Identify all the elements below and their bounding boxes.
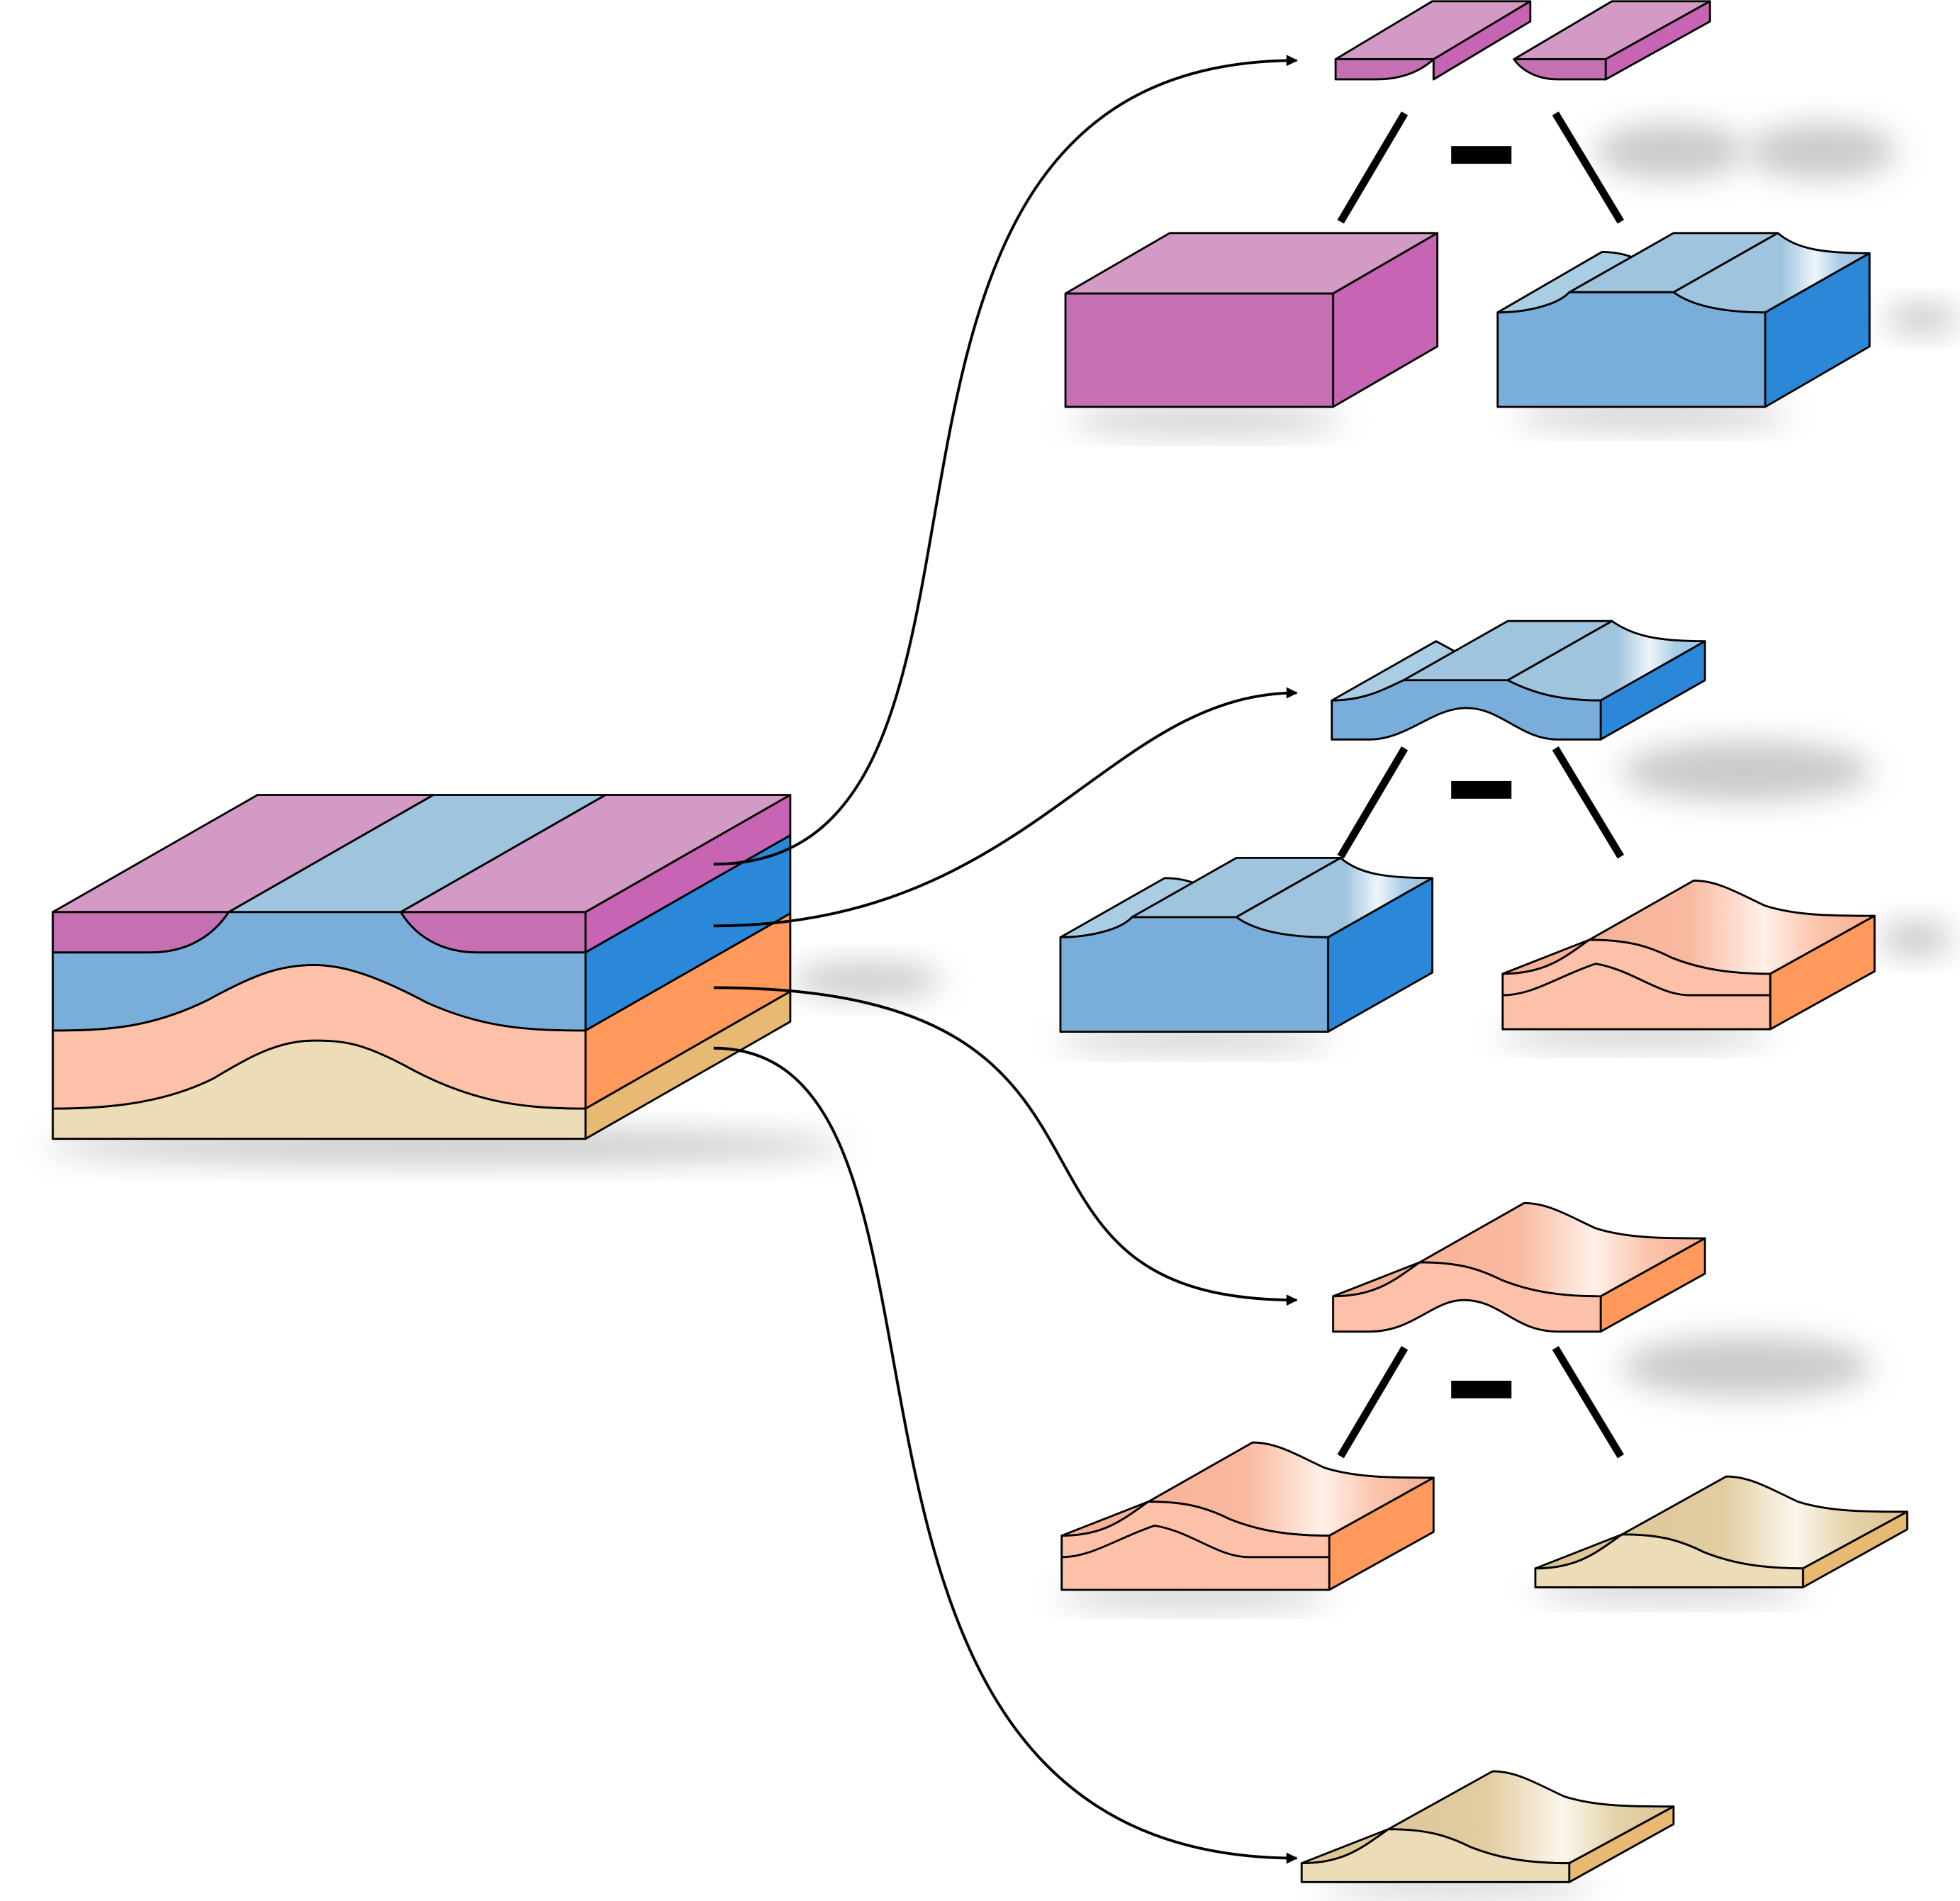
connector-line-right xyxy=(1552,1345,1624,1459)
connector-line-left xyxy=(1337,746,1409,859)
blue-block xyxy=(1059,856,1433,1033)
connector-line-right xyxy=(1552,111,1624,224)
row-3 xyxy=(1060,1201,1908,1591)
row-4 xyxy=(1300,1770,1675,1883)
salmon-slab xyxy=(1332,1201,1706,1333)
connector-arrows xyxy=(713,55,1298,1864)
source-front-blue xyxy=(52,911,587,1032)
salmon-block xyxy=(1060,1441,1435,1591)
row-2 xyxy=(1059,619,1876,1033)
magenta-block xyxy=(1064,232,1439,408)
row-1: − xyxy=(1064,0,1871,408)
minus-sign xyxy=(1451,1380,1512,1398)
source-front-magenta-right xyxy=(399,911,587,954)
connector-line-right xyxy=(1552,746,1624,859)
arrow-salmon-layer xyxy=(713,986,1298,1306)
source-block xyxy=(52,794,792,1140)
salmon-block xyxy=(1501,879,1876,1031)
drop-shadows xyxy=(44,123,1960,1896)
arrow-magenta-layer xyxy=(713,55,1298,866)
connector-line-left xyxy=(1337,111,1409,224)
blue-block xyxy=(1496,232,1871,408)
magenta-slab-pair xyxy=(1334,0,1711,81)
arrow-tan-layer xyxy=(713,1046,1298,1864)
arrow-blue-layer xyxy=(713,687,1298,928)
source-front-magenta-left xyxy=(52,911,230,954)
minus-sign xyxy=(1451,780,1512,799)
connector-line-left xyxy=(1337,1346,1409,1459)
minus-sign xyxy=(1451,146,1512,164)
blue-slab xyxy=(1331,619,1706,741)
tan-slab xyxy=(1300,1770,1675,1883)
tan-block xyxy=(1534,1475,1908,1588)
